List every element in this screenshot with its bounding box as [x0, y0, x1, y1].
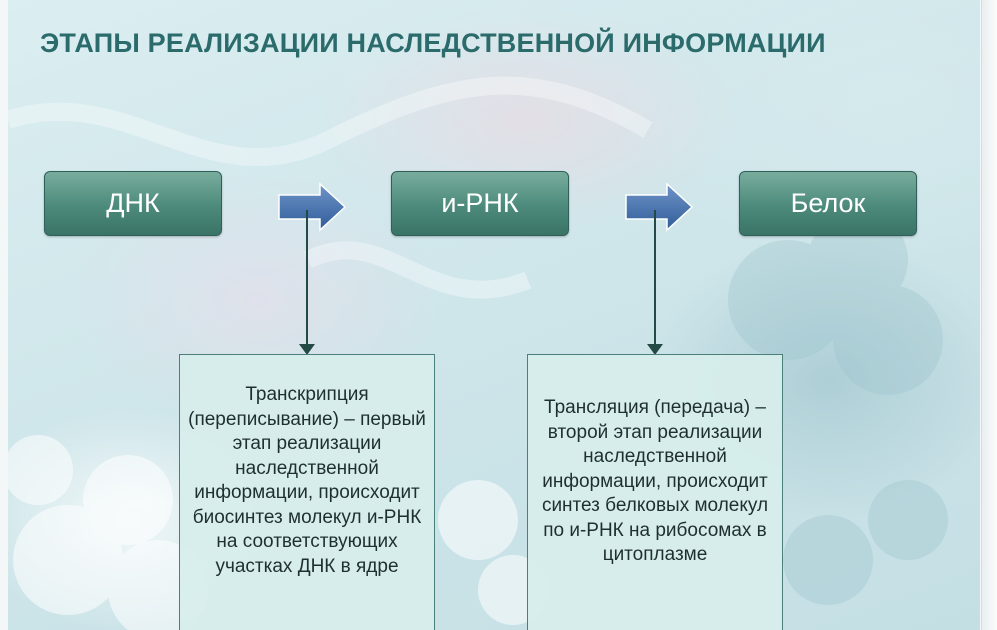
stage-protein: Белок [739, 171, 917, 236]
right-arrow-icon [278, 182, 347, 232]
stage-protein-label: Белок [790, 188, 866, 218]
stage-dna-label: ДНК [106, 188, 160, 218]
slide: ЭТАПЫ РЕАЛИЗАЦИИ НАСЛЕДСТВЕННОЙ ИНФОРМАЦ… [8, 0, 980, 630]
right-arrow-icon [625, 182, 694, 232]
stage-mrna-label: и-РНК [441, 188, 519, 218]
transcription-description: Транскрипция (переписывание) – первый эт… [179, 354, 435, 630]
window-right-edge [981, 0, 997, 630]
translation-text: Трансляция (передача) – второй этап реал… [541, 397, 769, 565]
background-decoration [8, 76, 948, 630]
down-arrow-icon [299, 210, 315, 355]
stage-mrna: и-РНК [391, 171, 569, 236]
stage-dna: ДНК [44, 171, 222, 236]
translation-description: Трансляция (передача) – второй этап реал… [527, 354, 783, 630]
slide-title: ЭТАПЫ РЕАЛИЗАЦИИ НАСЛЕДСТВЕННОЙ ИНФОРМАЦ… [40, 28, 826, 58]
down-arrow-icon [647, 210, 663, 355]
transcription-text: Транскрипция (переписывание) – первый эт… [188, 384, 426, 577]
